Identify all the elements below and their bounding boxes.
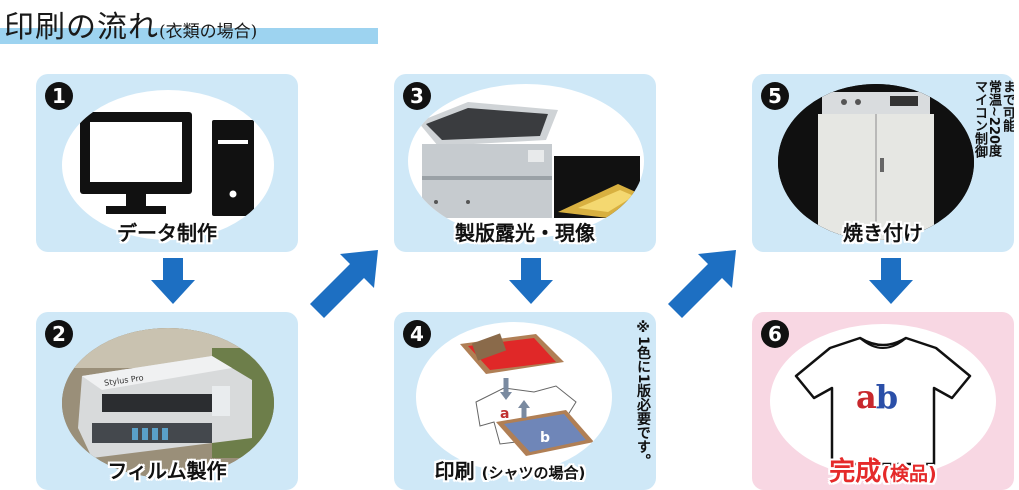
step-image-oval: ab: [770, 324, 996, 478]
plate-note-vertical: ※1色に1版必要です。: [635, 320, 651, 468]
page-title: 印刷の流れ(衣類の場合): [4, 2, 257, 46]
step-label-main: 完成: [829, 457, 882, 487]
step-image-oval: [408, 84, 644, 238]
step-card-complete: 6 ab 完成(検品): [752, 312, 1014, 490]
arrow-down-icon: [151, 258, 195, 304]
step-card-film-production: 2 Stylus Pro フィルム製作: [36, 312, 298, 490]
title-main: 印刷の流れ: [4, 10, 159, 45]
step-label: 焼き付け: [843, 221, 923, 245]
step-number-badge: 3: [403, 82, 431, 110]
step-label: データ制作: [117, 221, 217, 245]
svg-text:a: a: [500, 406, 509, 422]
step-number-badge: 2: [45, 320, 73, 348]
computer-icon: [80, 112, 254, 216]
step-label: フィルム製作: [107, 459, 227, 483]
arrow-up-right-icon: [310, 250, 378, 318]
shirt-letter-a: a: [856, 378, 877, 416]
step-number-badge: 4: [403, 320, 431, 348]
arrow-up-right-icon: [668, 250, 736, 318]
svg-text:b: b: [540, 430, 550, 446]
step-number-badge: 1: [45, 82, 73, 110]
title-sub: (衣類の場合): [159, 22, 258, 42]
title-underline-bar: [0, 28, 378, 44]
step-card-curing: 5 マイコン制御 常温~220度 まで可能 焼き付け: [752, 74, 1014, 252]
page-header: 印刷の流れ(衣類の場合): [0, 0, 378, 46]
shirt-letter-b: b: [875, 378, 898, 416]
exposure-machine-photo: [418, 102, 640, 218]
oven-photo: [778, 84, 974, 240]
step-label: 完成(検品): [752, 451, 1014, 488]
arrow-down-icon: [509, 258, 553, 304]
step-card-plate-exposure: 3 製版露光・現像: [394, 74, 656, 252]
oven-note-col2: 常温~220度: [986, 80, 1001, 158]
screen-printing-illustration: a b: [460, 333, 594, 456]
step-label-sub: (検品): [881, 463, 937, 485]
oven-note-col1: マイコン制御: [972, 80, 987, 158]
step-label-sub: (シャツの場合): [481, 464, 586, 482]
step-image-oval: a b: [416, 322, 612, 472]
tshirt-icon: [794, 336, 972, 466]
step-image-oval: [778, 84, 974, 240]
step-label: 製版露光・現像: [455, 221, 595, 245]
step-number-badge: 6: [761, 320, 789, 348]
step-label-main: 印刷: [434, 459, 475, 483]
step-number-badge: 5: [761, 82, 789, 110]
step-card-printing: 4 a b ※1色に1版必要です。 印刷 (シャツの場合): [394, 312, 656, 490]
step-card-data-creation: 1 データ制作: [36, 74, 298, 252]
step-label: 印刷 (シャツの場合): [394, 455, 656, 484]
oven-note-col3: まで可能: [1000, 80, 1014, 132]
step-image-oval: [62, 90, 274, 240]
arrow-down-icon: [869, 258, 913, 304]
shirt-print-text: ab: [856, 378, 898, 416]
